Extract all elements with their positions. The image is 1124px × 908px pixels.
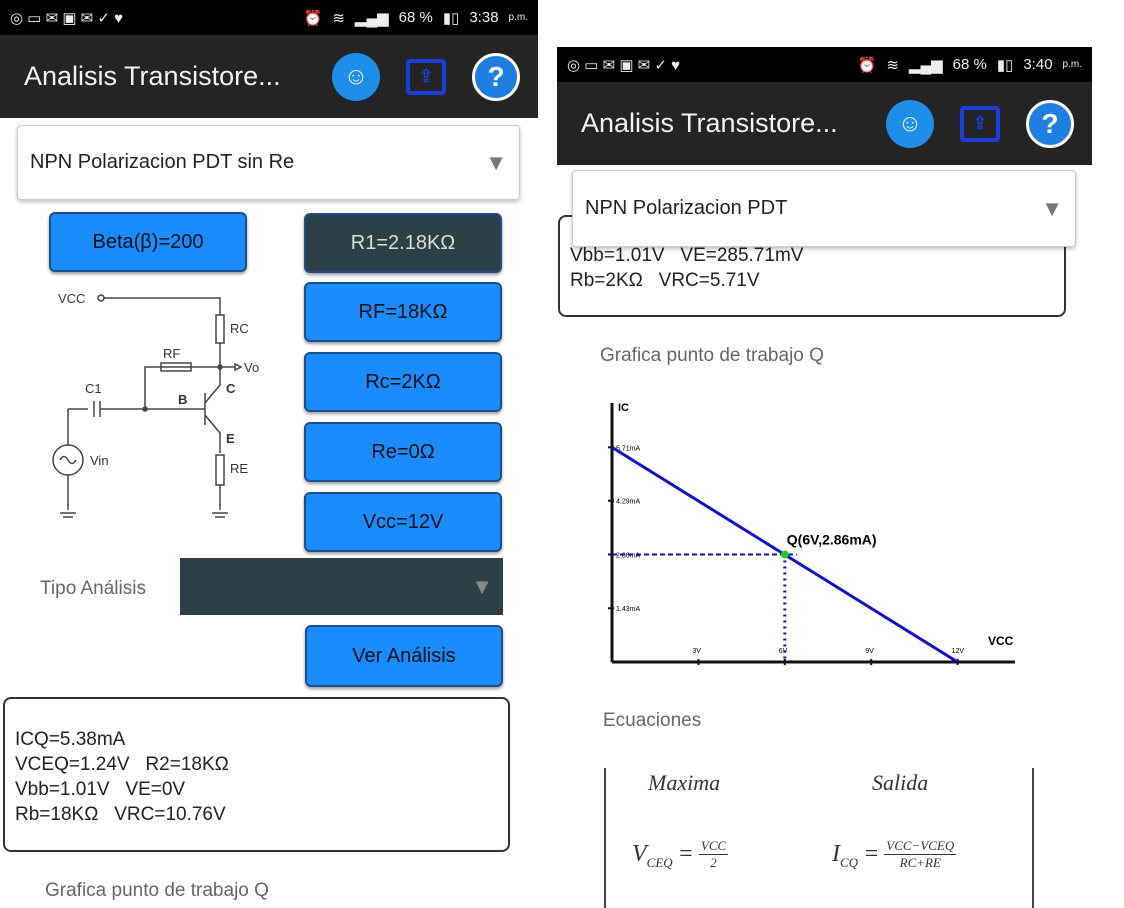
clock-ampm: p.m. <box>508 12 528 23</box>
clock: 3:38 <box>469 9 499 26</box>
results-box: Vbb=1.01V VE=285.71mV Rb=2KΩ VRC=5.71V <box>558 215 1066 317</box>
eq-denominator: RC+RE <box>899 855 941 870</box>
y-tick-label: 5.71mA <box>616 445 640 452</box>
eq-subscript: CQ <box>840 854 859 870</box>
circuit-select-value: NPN Polarizacion PDT sin Re <box>30 151 295 173</box>
b-label: B <box>178 392 187 407</box>
eq-numerator: VCC <box>698 838 729 855</box>
rc-label: RC <box>230 321 249 336</box>
dropdown-arrow-icon: ▼ <box>471 573 493 599</box>
re-button[interactable]: Re=0Ω <box>304 422 502 482</box>
notification-icons: ◎ ▭ ✉ ▣ ✉ ✓ ♥ <box>567 56 681 74</box>
circuit-select[interactable]: NPN Polarizacion PDT sin Re ▼ <box>17 125 520 200</box>
grafica-label: Grafica punto de trabajo Q <box>600 345 824 366</box>
vcc-label: VCC <box>58 291 85 306</box>
wifi-icon: ≋ <box>886 56 899 74</box>
tipo-analisis-label: Tipo Análisis <box>40 578 146 599</box>
engineer-avatar-icon[interactable]: ☺ <box>332 52 380 101</box>
q-point-chart: IC VCC 3V 6V 9V 12V 1.43mA 2.86mA 4.29mA 5.71mA Q(… <box>608 402 1015 665</box>
eq-numerator: VCC−VCEQ <box>884 838 957 855</box>
c-label: C <box>226 381 236 396</box>
x-axis-label: VCC <box>988 634 1014 648</box>
vcc-button[interactable]: Vcc=12V <box>304 492 502 552</box>
left-screen: ◎ ▭ ✉ ▣ ✉ ✓ ♥ ⏰ ≋ ▂▄▆ 68 % ▮▯ 3:38 p.m. Anal… <box>0 0 538 118</box>
eq-subscript: CEQ <box>646 854 673 870</box>
ecuaciones-label: Ecuaciones <box>603 710 702 731</box>
clock: 3:40 <box>1023 56 1053 73</box>
help-icon[interactable]: ? <box>1026 99 1074 148</box>
e-label: E <box>226 431 235 446</box>
y-tick-label: 1.43mA <box>616 606 640 613</box>
rf-button[interactable]: RF=18KΩ <box>304 282 502 342</box>
status-bar: ◎ ▭ ✉ ▣ ✉ ✓ ♥ ⏰ ≋ ▂▄▆ 68 % ▮▯ 3:38 p.m. <box>0 0 538 35</box>
app-title: Analisis Transistore... <box>581 108 838 138</box>
circuit-select-value: NPN Polarizacion PDT <box>585 197 788 219</box>
battery-percent: 68 % <box>398 9 433 26</box>
signal-icon: ▂▄▆ <box>908 56 943 74</box>
x-tick-label: 3V <box>692 648 701 655</box>
dropdown-arrow-icon: ▼ <box>1041 195 1063 221</box>
dropdown-arrow-icon: ▼ <box>485 149 507 175</box>
grafica-label: Grafica punto de trabajo Q <box>45 880 269 901</box>
battery-icon: ▮▯ <box>996 56 1014 74</box>
app-bar: Analisis Transistore... ☺ ⇪ ? <box>0 35 538 118</box>
share-icon[interactable]: ⇪ <box>406 58 446 95</box>
result-line: ICQ=5.38mA <box>15 729 126 750</box>
y-axis-label: IC <box>618 402 629 414</box>
status-bar: ◎ ▭ ✉ ▣ ✉ ✓ ♥ ⏰ ≋ ▂▄▆ 68 % ▮▯ 3:40 p.m. <box>557 47 1092 82</box>
q-point-label: Q(6V,2.86mA) <box>787 531 877 547</box>
share-icon[interactable]: ⇪ <box>960 105 1000 142</box>
rc-button[interactable]: Rc=2KΩ <box>304 352 502 412</box>
beta-button[interactable]: Beta(β)=200 <box>49 212 247 272</box>
app-title: Analisis Transistore... <box>24 61 281 91</box>
help-icon[interactable]: ? <box>472 52 520 101</box>
wifi-icon: ≋ <box>332 9 345 27</box>
alarm-icon: ⏰ <box>857 56 877 74</box>
battery-icon: ▮▯ <box>442 9 460 27</box>
eq-symbol: V <box>632 841 647 867</box>
re-label: RE <box>230 461 248 476</box>
app-bar: Analisis Transistore... ☺ ⇪ ? <box>557 82 1092 165</box>
right-screen: ◎ ▭ ✉ ▣ ✉ ✓ ♥ ⏰ ≋ ▂▄▆ 68 % ▮▯ 3:40 p.m. Anal… <box>557 47 1092 165</box>
eq-symbol: I <box>832 841 840 867</box>
x-tick-label: 9V <box>865 648 874 655</box>
c1-label: C1 <box>85 381 102 396</box>
ver-analisis-button[interactable]: Ver Análisis <box>305 625 503 687</box>
vin-label: Vin <box>90 453 109 468</box>
circuit-diagram: VCC RC RF Vo C1 B C E Vin RE <box>52 291 259 518</box>
circuit-select[interactable]: NPN Polarizacion PDT ▼ <box>572 170 1076 247</box>
notification-icons: ◎ ▭ ✉ ▣ ✉ ✓ ♥ <box>10 9 124 27</box>
q-point <box>780 550 789 559</box>
r1-button[interactable]: R1=2.18KΩ <box>304 213 502 273</box>
x-tick-label: 6V <box>779 648 788 655</box>
rf-label: RF <box>163 346 180 361</box>
eq-denominator: 2 <box>710 855 717 870</box>
tipo-analisis-select[interactable]: ▼ <box>180 558 503 615</box>
engineer-avatar-icon[interactable]: ☺ <box>886 99 934 148</box>
vo-label: Vo <box>244 360 259 375</box>
maxima-title: Maxima <box>648 770 721 795</box>
signal-icon: ▂▄▆ <box>354 9 389 27</box>
y-tick-label: 4.29mA <box>616 499 640 506</box>
result-line: VCEQ=1.24V R2=18KΩ <box>15 754 229 775</box>
result-line: Rb=18KΩ VRC=10.76V <box>15 804 226 825</box>
result-line: Vbb=1.01V VE=285.71mV <box>570 245 804 266</box>
results-box: ICQ=5.38mA VCEQ=1.24V R2=18KΩ Vbb=1.01V … <box>3 697 510 852</box>
x-tick-label: 12V <box>952 648 965 655</box>
result-line: Vbb=1.01V VE=0V <box>15 779 186 800</box>
y-tick-label: 2.86mA <box>616 552 640 559</box>
result-line: Rb=2KΩ VRC=5.71V <box>570 270 760 291</box>
clock-ampm: p.m. <box>1062 59 1082 70</box>
alarm-icon: ⏰ <box>303 9 323 27</box>
battery-percent: 68 % <box>952 56 987 73</box>
salida-title: Salida <box>872 770 929 795</box>
